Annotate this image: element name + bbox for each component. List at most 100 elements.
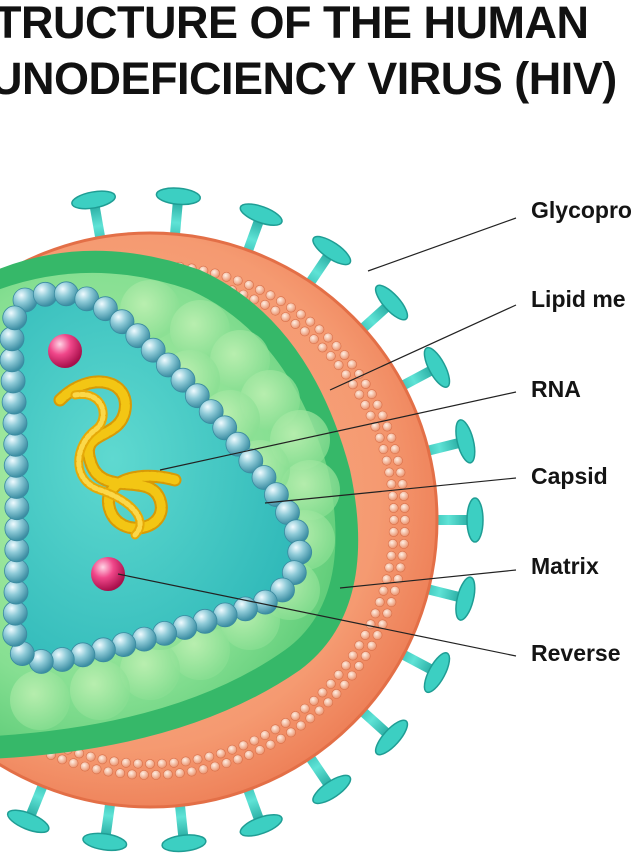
lipid-bead [347,670,357,681]
capsid-bead [0,347,25,373]
capsid-bead [238,448,264,474]
lipid-bead [377,410,388,421]
capsid-bead [184,383,210,409]
lipid-bead [57,754,68,765]
lipid-bead [295,309,306,320]
capsid-bead [125,323,151,349]
lipid-bead [323,697,334,708]
capsid-bead [2,600,28,626]
lipid-bead [157,758,167,769]
matrix-globule [10,670,70,730]
label-reverse: Reverse [531,640,621,666]
lipid-bead [244,750,254,760]
lipid-bead [260,299,270,310]
lipid-bead [139,770,149,780]
lipid-bead [347,359,357,370]
lipid-bead [244,280,254,290]
capsid-bead [4,537,30,563]
lipid-bead [395,562,406,573]
lipid-bead [370,608,381,619]
lipid-bead [387,491,398,501]
lipid-bead [275,296,286,307]
lipid-bead [354,389,365,400]
lipid-bead [270,305,281,316]
lipid-bead [174,768,185,779]
capsid-bead [93,296,118,322]
lipid-bead [354,661,364,671]
lipid-bead [265,739,276,750]
lipid-bead [331,689,342,699]
capsid-bead [2,621,28,647]
lipid-bead [381,455,392,466]
capsid-bead [2,410,28,436]
lipid-bead [366,389,377,400]
lipid-bead [323,332,334,343]
lipid-bead [308,334,319,345]
lipid-bead [232,275,243,286]
capsid-beads [0,281,313,674]
lipid-bead [97,754,108,765]
lipid-bead [339,680,350,690]
capsid-bead [4,495,30,521]
lipid-bead [372,630,383,641]
lipid-bead [254,745,265,755]
capsid-bead [263,482,289,508]
label-matrix: Matrix [531,553,599,579]
lipid-bead [341,369,351,380]
lipid-bead [133,758,143,769]
lipid-bead [80,761,90,772]
lipid-bead [151,770,161,780]
lipid-bead [365,410,376,421]
capsid-bead [4,558,29,584]
lipid-bead [366,640,377,651]
lipid-bead [388,503,399,513]
lipid-bead [331,341,342,351]
lipid-bead [162,769,173,780]
leader-line-glycoprotein [367,217,517,272]
label-rna: RNA [531,376,581,402]
envelope-shade [0,231,439,809]
matrix-globule [70,660,130,720]
capsid-bead [2,305,28,331]
lipid-bead [386,550,397,561]
lipid-bead [299,703,310,714]
lipid-bead [280,312,291,322]
lipid-bead [389,515,399,525]
lipid-bead [382,608,393,619]
lipid-bead [295,720,306,731]
leader-lines [117,217,517,657]
lipid-bead [333,669,344,680]
lipid-bead [145,759,155,769]
lipid-bead [68,758,79,769]
lipid-bead [286,302,296,313]
lipid-bead [325,679,336,689]
lipid-bead [308,695,319,706]
enzyme-particle [91,557,125,591]
capsid-bead [198,399,224,425]
lipid-bead [290,711,301,721]
lipid-bead [360,400,371,410]
lipid-bead [286,727,296,738]
leader-line-matrix [339,569,517,589]
lipid-bead [280,718,291,728]
leader-line-rna [159,391,517,471]
lipid-bead [398,491,409,501]
lipid-bead [374,597,385,608]
leader-line-capsid [264,477,517,504]
lipid-bead [397,479,408,490]
lipid-bead [378,585,389,596]
lipid-bead [186,766,197,777]
lipid-bead [265,290,276,301]
capsid-bead [70,642,96,668]
lipid-bead [386,432,397,443]
lipid-bead [204,751,215,762]
capsid-bead [0,326,25,352]
lipid-bead [127,769,138,780]
lipid-bead [399,527,410,537]
lipid-bead [299,326,310,337]
lipid-bead [333,360,344,371]
capsid-bead [212,415,238,441]
lipid-bead [290,319,301,329]
leader-line-reverse [117,573,517,657]
capsid-bead [270,577,295,603]
